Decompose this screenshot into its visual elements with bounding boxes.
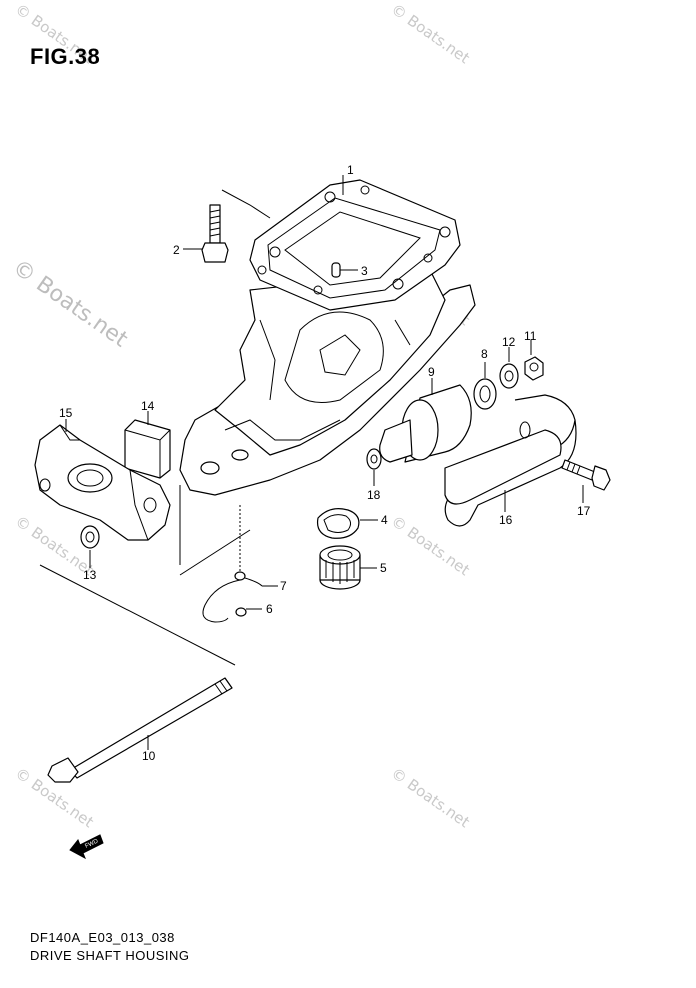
callout-14: 14 bbox=[141, 399, 155, 413]
part-10-long-bolt bbox=[47, 677, 233, 783]
part-2-bolt bbox=[183, 204, 229, 263]
part-15-bracket bbox=[34, 419, 171, 541]
figure-title: FIG.38 bbox=[30, 44, 101, 69]
callout-10: 10 bbox=[142, 749, 156, 763]
part-9-mount bbox=[379, 378, 472, 463]
part-6-7-bonding-wire bbox=[202, 505, 278, 623]
drive-shaft-housing bbox=[179, 179, 476, 496]
callout-3: 3 bbox=[361, 264, 368, 278]
part-3-pin bbox=[331, 175, 358, 278]
callout-15: 15 bbox=[59, 406, 73, 420]
callout-11: 11 bbox=[524, 329, 537, 343]
part-17-bolt bbox=[561, 459, 611, 503]
callout-9: 9 bbox=[428, 365, 435, 379]
part-12-washer bbox=[499, 347, 519, 389]
part-14-rubber-block bbox=[124, 411, 171, 479]
callout-1: 1 bbox=[347, 163, 354, 177]
callout-13: 13 bbox=[83, 568, 97, 582]
callout-4: 4 bbox=[381, 513, 388, 527]
callout-5: 5 bbox=[380, 561, 387, 575]
part-11-nut bbox=[524, 340, 544, 381]
callout-8: 8 bbox=[481, 347, 488, 361]
fwd-arrow-icon: FWD bbox=[69, 834, 104, 860]
callout-17: 17 bbox=[577, 504, 591, 518]
callout-12: 12 bbox=[502, 335, 516, 349]
callout-2: 2 bbox=[173, 243, 180, 257]
fwd-label: FWD bbox=[84, 838, 100, 849]
part-13-washer bbox=[80, 525, 100, 568]
part-16-cover bbox=[444, 394, 577, 527]
figure-name: DRIVE SHAFT HOUSING bbox=[30, 948, 190, 963]
part-4-gasket bbox=[316, 508, 378, 539]
callout-6: 6 bbox=[266, 602, 273, 616]
figure-code: DF140A_E03_013_038 bbox=[30, 930, 175, 945]
callout-7: 7 bbox=[280, 579, 287, 593]
callout-16: 16 bbox=[499, 513, 513, 527]
part-8-washer bbox=[473, 362, 497, 410]
part-18-washer bbox=[366, 448, 382, 486]
part-5-bushing bbox=[319, 545, 377, 590]
callout-18: 18 bbox=[367, 488, 381, 502]
